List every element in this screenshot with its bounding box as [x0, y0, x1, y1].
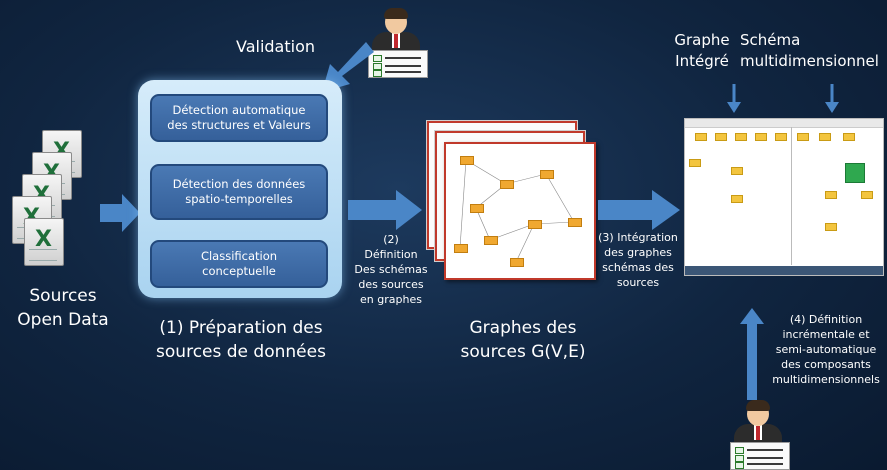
preparation-caption-line2: sources de données: [156, 342, 326, 362]
excel-files-stack: X X X X X: [12, 130, 102, 270]
graph-node: [540, 170, 554, 179]
arrow-icon: [100, 194, 140, 232]
graphs-caption: Graphes des sources G(V,E): [430, 316, 616, 364]
step-line: Détection des données: [172, 177, 306, 191]
up-arrow-icon: [740, 308, 764, 400]
step4-line: incrémentale et: [782, 328, 870, 341]
step3-label: (3) Intégration des graphes schémas des …: [590, 230, 686, 290]
arrow-icon: [598, 190, 682, 230]
step2-line: Des schémas: [354, 263, 428, 276]
step4-label: (4) Définition incrémentale et semi-auto…: [768, 312, 884, 387]
graph-node: [454, 244, 468, 253]
step2-label: (2) Définition Des schémas des sources e…: [346, 232, 436, 307]
step4-line: semi-automatique: [775, 343, 877, 356]
step-line: Classification: [200, 249, 278, 263]
source-graph-preview: [444, 142, 596, 280]
schema-label: Schéma multidimensionnel: [740, 30, 886, 72]
graph-node: [568, 218, 582, 227]
integrated-graph-label: Graphe Intégré: [672, 30, 732, 72]
step3-line: sources: [616, 276, 660, 289]
user-with-checklist-icon: [726, 398, 792, 470]
sources-label: Sources Open Data: [4, 284, 122, 332]
schema-line2: multidimensionnel: [740, 52, 879, 70]
integrated-schema-screenshot: [684, 118, 884, 276]
step2-line: des sources: [358, 278, 424, 291]
step4-line: (4) Définition: [789, 313, 863, 326]
integrated-graph-line2: Intégré: [675, 52, 729, 70]
step3-line: (3) Intégration: [598, 231, 678, 244]
graph-node: [460, 156, 474, 165]
graph-node: [500, 180, 514, 189]
excel-file-icon: X: [24, 218, 64, 266]
step2-line: Définition: [364, 248, 418, 261]
sources-label-line1: Sources: [29, 286, 97, 306]
graph-node: [528, 220, 542, 229]
step-line: spatio-temporelles: [185, 192, 293, 206]
step4-line: multidimensionnels: [772, 373, 880, 386]
source-graphs-stack: [426, 120, 598, 280]
graphs-caption-line1: Graphes des: [469, 318, 577, 338]
graph-node: [510, 258, 524, 267]
down-arrow-icon: [825, 84, 839, 113]
step2-line: (2): [383, 233, 399, 246]
graphs-caption-line2: sources G(V,E): [460, 342, 586, 362]
arrow-icon: [348, 190, 426, 230]
step4-line: des composants: [781, 358, 871, 371]
graph-node: [470, 204, 484, 213]
validation-label: Validation: [236, 37, 316, 56]
graph-node: [484, 236, 498, 245]
step-line: des structures et Valeurs: [167, 118, 311, 132]
step-line: Détection automatique: [172, 103, 306, 117]
preparation-caption: (1) Préparation des sources de données: [130, 316, 352, 364]
integrated-graph-line1: Graphe: [674, 31, 730, 49]
validation-arrow-icon: [322, 42, 374, 92]
preparation-caption-line1: (1) Préparation des: [159, 318, 323, 338]
step3-line: schémas des: [602, 261, 674, 274]
sources-label-line2: Open Data: [17, 310, 109, 330]
step2-line: en graphes: [360, 293, 422, 306]
down-arrow-icon: [727, 84, 741, 113]
user-with-checklist-icon: [364, 6, 430, 78]
step-line: conceptuelle: [202, 264, 276, 278]
schema-line1: Schéma: [740, 31, 801, 49]
step3-line: des graphes: [604, 246, 672, 259]
